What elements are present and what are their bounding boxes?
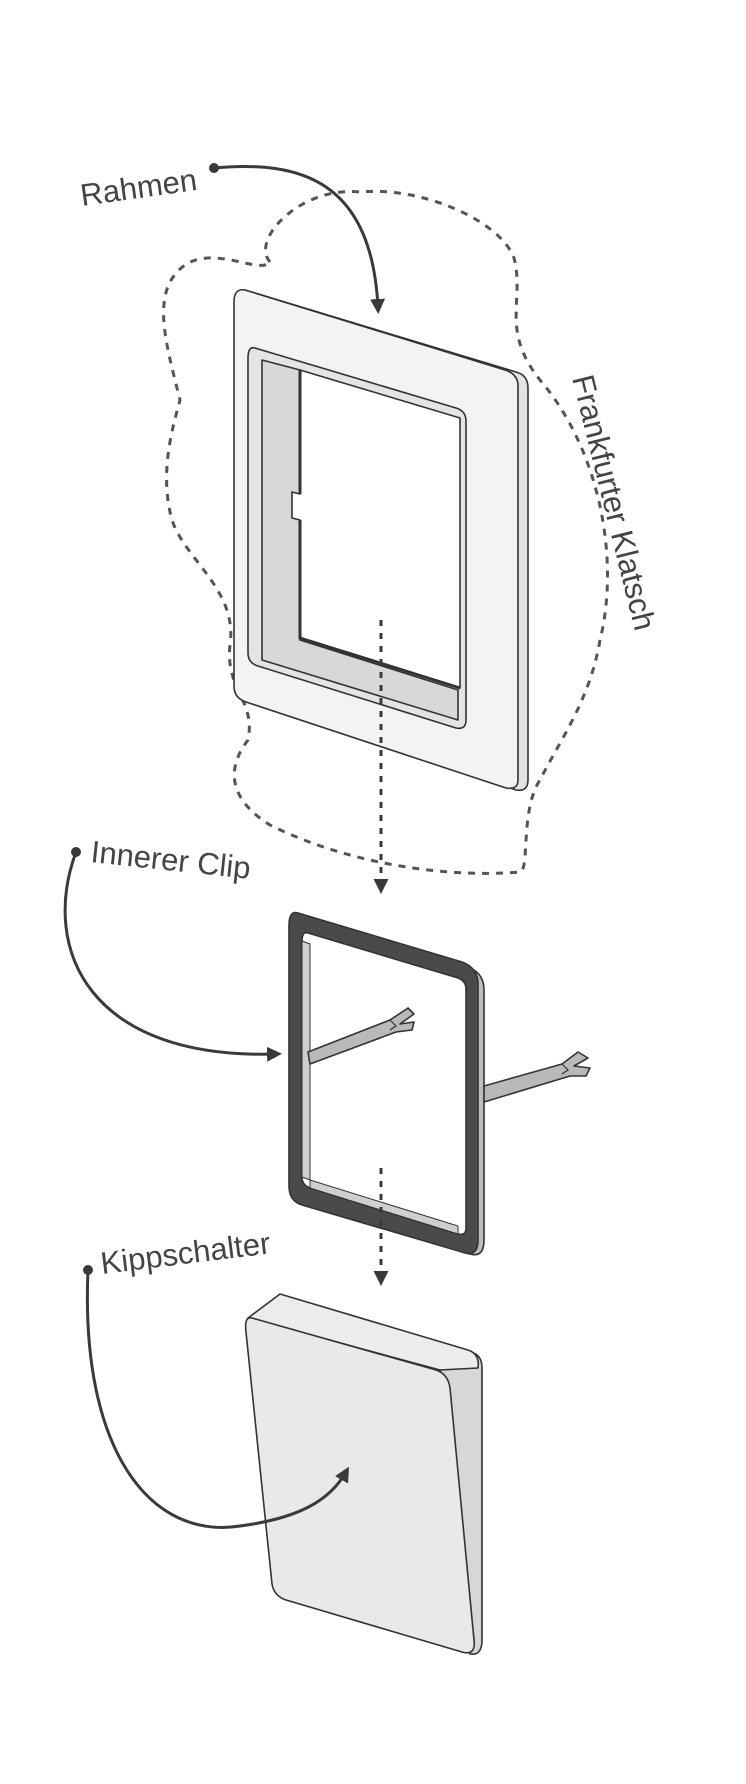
clip-part [288,911,591,1256]
label-frankfurter-klatsch: Frankfurter Klatsch [565,371,662,634]
group-boundary [162,189,609,875]
label-innerer-clip: Innerer Clip [89,834,252,886]
switch-leader-arrow [85,1268,349,1529]
frame-leader-arrow [212,164,386,314]
frame-part [233,288,529,792]
label-rahmen: Rahmen [78,162,199,213]
switch-part [244,1293,483,1656]
clip-leader-arrow [63,850,282,1062]
label-kippschalter: Kippschalter [99,1225,273,1281]
